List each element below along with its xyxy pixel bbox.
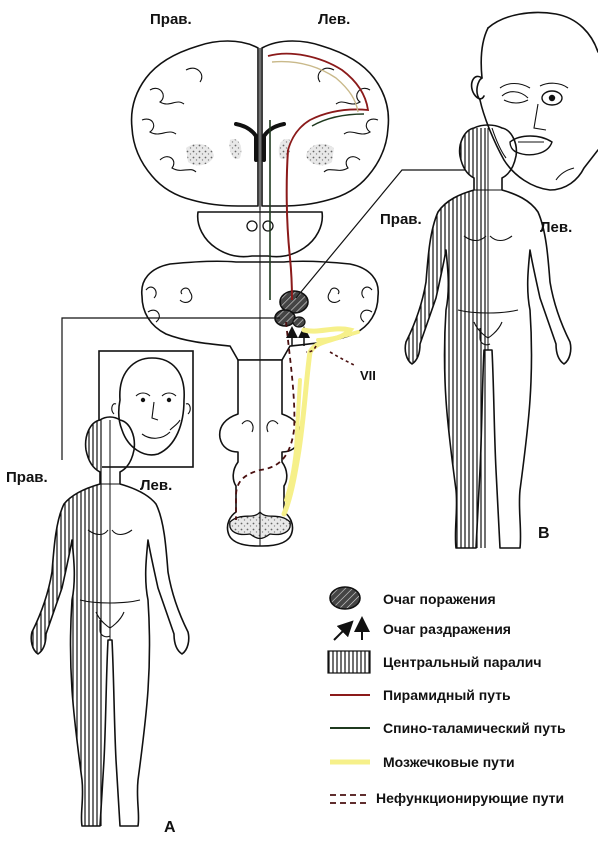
legend-label: Мозжечковые пути [383,754,515,770]
legend-lesion-symbol [330,587,360,609]
figure-a-label: А [164,819,176,836]
figure-b-right-side-label: Прав. [380,211,422,228]
legend-hatch-symbol [328,651,370,673]
face-inset-b [472,13,598,190]
face-inset-a [99,351,193,467]
legend-label: Спино-таламический путь [383,720,566,736]
body-figure-b [405,125,571,548]
legend-label: Очаг поражения [383,591,496,607]
legend-label: Центральный паралич [383,654,541,670]
top-right-side-label: Прав. [150,11,192,28]
figure-a-right-side-label: Прав. [6,469,48,486]
facial-nerve-label: VII [360,368,376,383]
legend-irritation-symbol [334,624,362,640]
legend: Очаг поражения Очаг раздражения Централь… [328,587,566,806]
facial-nerve-dashed [330,352,356,366]
figure-b-label: В [538,525,550,542]
legend-label: Пирамидный путь [383,687,511,703]
top-left-side-label: Лев. [318,11,350,28]
figure-a-left-side-label: Лев. [140,477,172,494]
legend-label: Нефункционирующие пути [376,790,564,806]
legend-label: Очаг раздражения [383,621,511,637]
brain-coronal-section [132,41,389,210]
